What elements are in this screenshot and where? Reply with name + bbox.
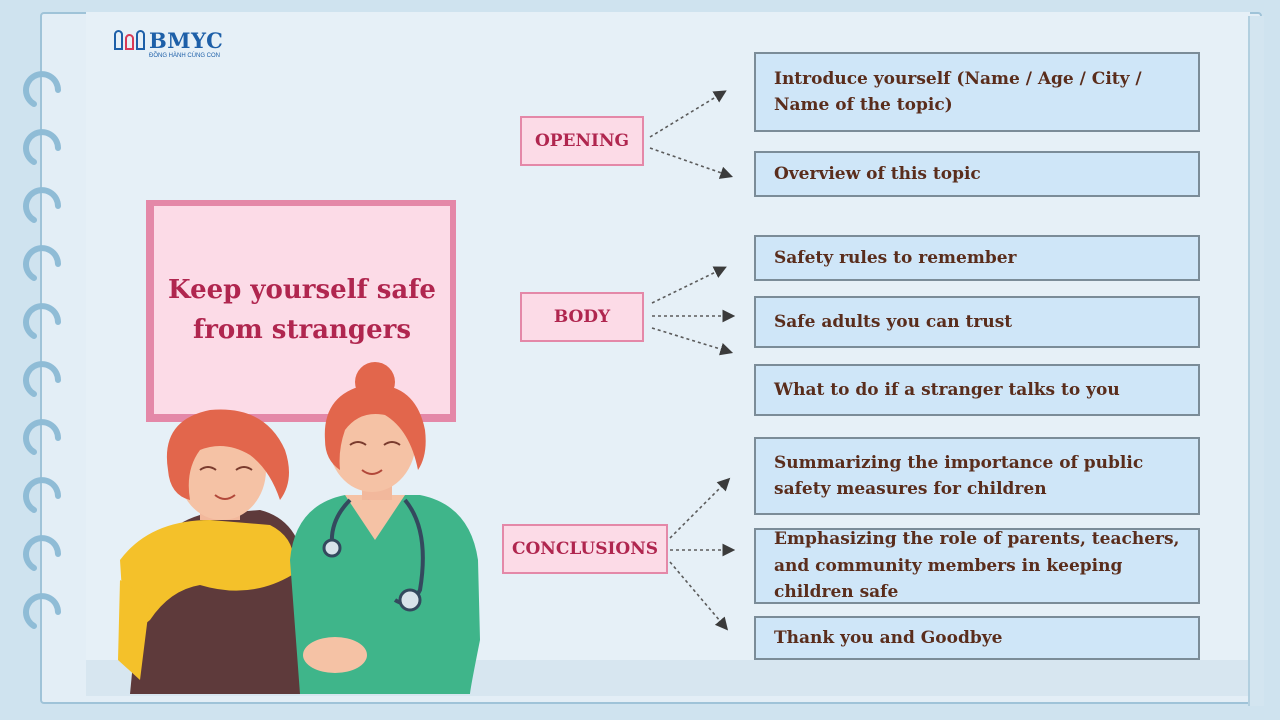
woman-figure (118, 409, 305, 694)
spiral-ring (23, 71, 61, 107)
label-body: BODY (520, 292, 644, 342)
spiral-ring (23, 129, 61, 165)
item-box: Summarizing the importance of public saf… (754, 437, 1200, 515)
logo-tagline: ĐỒNG HÀNH CÙNG CON (149, 53, 221, 59)
item-box: Emphasizing the role of parents, teacher… (754, 528, 1200, 604)
item-box: Introduce yourself (Name / Age / City / … (754, 52, 1200, 132)
label-conclusions: CONCLUSIONS (502, 524, 668, 574)
spiral-binding (23, 71, 61, 629)
title-card: Keep yourself safe from strangers (154, 206, 450, 414)
spiral-ring (23, 187, 61, 223)
item-box: What to do if a stranger talks to you (754, 364, 1200, 416)
logo-icon (114, 30, 145, 50)
item-box: Overview of this topic (754, 151, 1200, 197)
spiral-ring (23, 303, 61, 339)
joined-hands (303, 637, 367, 673)
spiral-ring (23, 419, 61, 455)
arrow-conclusions-1 (669, 477, 731, 539)
arrow-conclusions-3 (669, 561, 729, 631)
arrow-opening-1 (649, 90, 727, 138)
slide-title: Keep yourself safe from strangers (168, 274, 436, 345)
item-box: Safety rules to remember (754, 235, 1200, 281)
spiral-ring (23, 245, 61, 281)
logo-name: BMYC (149, 28, 224, 53)
item-box: Safe adults you can trust (754, 296, 1200, 348)
arrow-body-1 (651, 266, 727, 304)
page-edge (1248, 16, 1264, 706)
spiral-ring (23, 593, 61, 629)
item-box: Thank you and Goodbye (754, 616, 1200, 660)
spiral-ring (23, 535, 61, 571)
spiral-ring (23, 477, 61, 513)
label-opening: OPENING (520, 116, 644, 166)
arrow-body-3 (651, 327, 734, 356)
spiral-ring (23, 361, 61, 397)
arrow-opening-2 (649, 147, 734, 179)
brand-logo: BMYC ĐỒNG HÀNH CÙNG CON (114, 30, 223, 59)
